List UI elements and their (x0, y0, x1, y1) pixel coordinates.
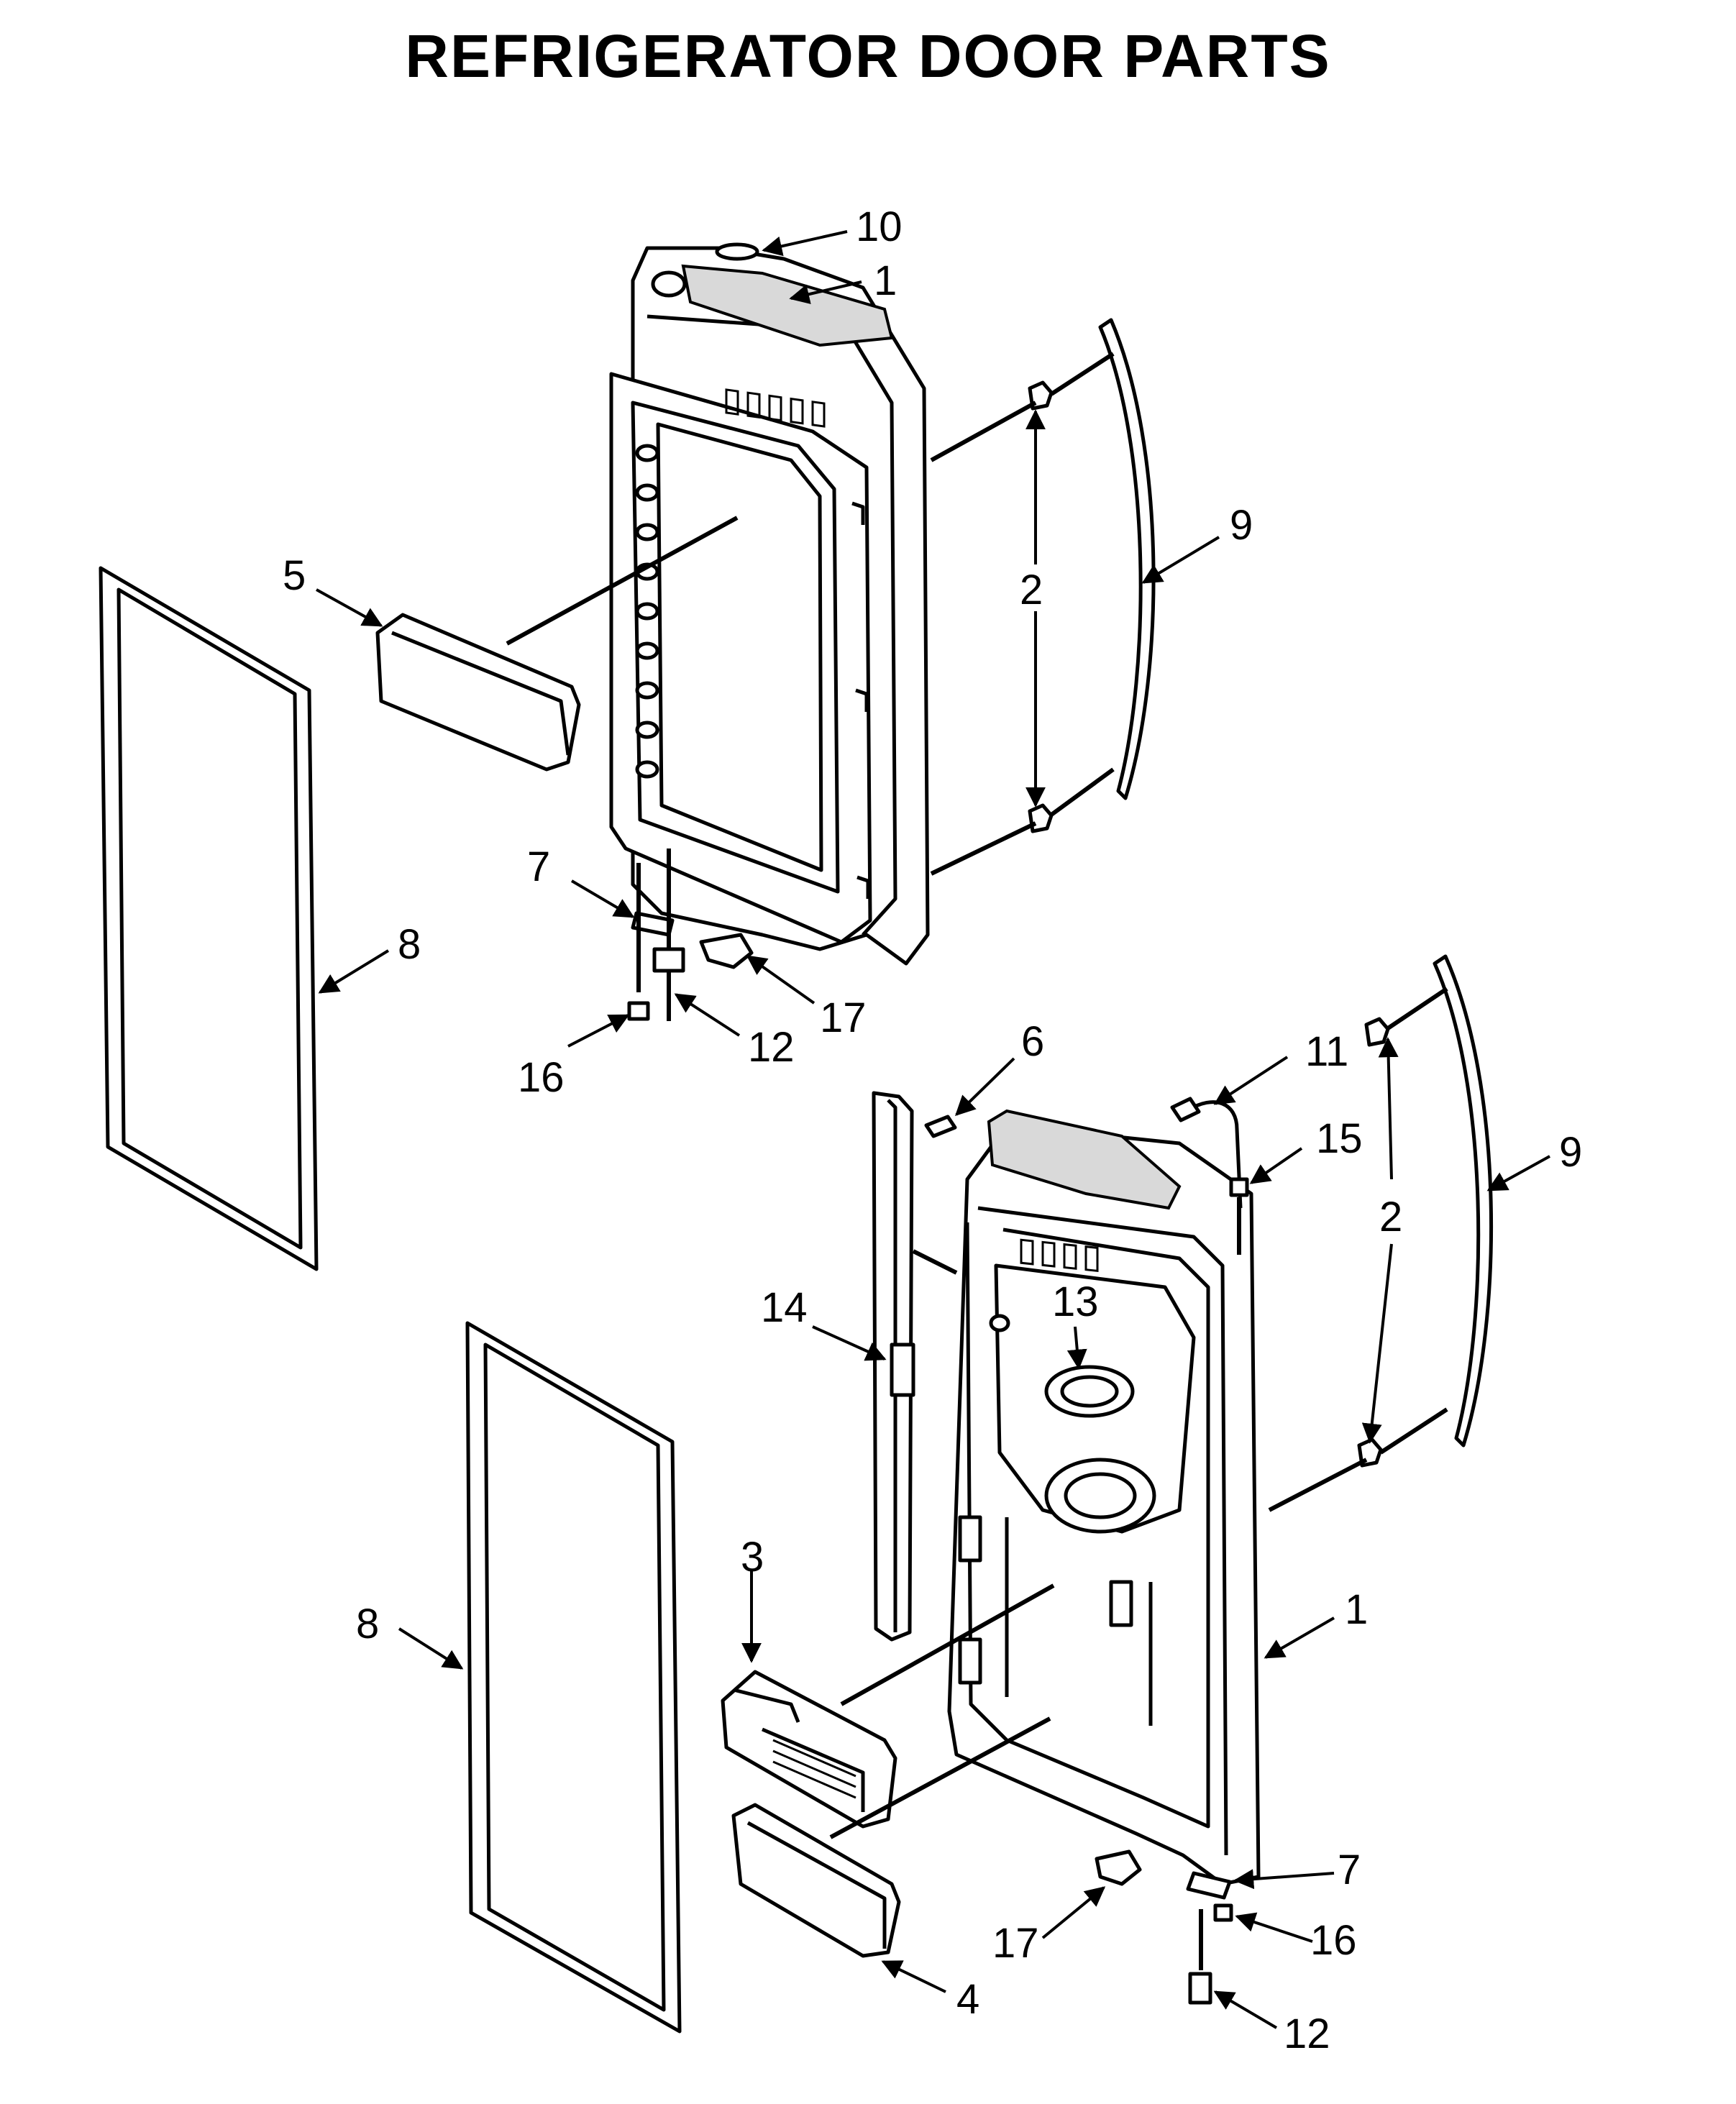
upper-hinge-hardware (627, 849, 754, 1021)
part-14-latch (890, 1343, 915, 1397)
callout-10: 10 (856, 203, 903, 250)
callout-17-upper: 17 (820, 994, 867, 1041)
part-4-door-bin (731, 1803, 901, 1958)
part-8-gasket-upper (99, 566, 319, 1271)
callout-17-lower: 17 (992, 1920, 1039, 1967)
part-6-screw (924, 1115, 957, 1138)
callout-3: 3 (741, 1534, 764, 1581)
callout-4: 4 (956, 1976, 979, 2023)
callout-16-upper: 16 (518, 1054, 565, 1101)
callout-12-upper: 12 (748, 1024, 795, 1071)
diagram-title: REFRIGERATOR DOOR PARTS (405, 22, 1331, 90)
part-9-handle-upper (1098, 318, 1156, 800)
callout-14: 14 (761, 1284, 808, 1331)
callout-11: 11 (1305, 1028, 1348, 1075)
callout-7-lower: 7 (1338, 1847, 1361, 1893)
callout-leaders (316, 230, 1550, 2029)
part-10-cap (715, 242, 759, 261)
lower-door-assembly (947, 1109, 1261, 1886)
callout-2-lower: 2 (1379, 1194, 1402, 1240)
part-9-handle-lower (1433, 954, 1494, 1447)
callout-8-lower: 8 (356, 1601, 379, 1647)
callout-8-upper: 8 (398, 921, 421, 968)
callout-16-lower: 16 (1310, 1917, 1357, 1964)
callout-7-upper: 7 (527, 843, 550, 890)
lower-hinge-hardware (1095, 1849, 1233, 2005)
part-15-fitting (1229, 1177, 1249, 1197)
callout-12-lower: 12 (1284, 2011, 1330, 2057)
callout-9-upper: 9 (1230, 502, 1253, 549)
callout-numbers: 10 1 9 2 5 8 7 17 12 16 6 11 15 9 2 14 1… (283, 203, 1582, 2057)
callout-9-lower: 9 (1559, 1129, 1582, 1176)
part-8-gasket-lower (465, 1321, 682, 2034)
part-5-door-bin (375, 613, 581, 772)
callout-13: 13 (1052, 1279, 1099, 1325)
callout-1-lower: 1 (1345, 1586, 1368, 1633)
callout-1-upper: 1 (874, 257, 897, 304)
callout-6: 6 (1021, 1018, 1044, 1065)
callout-2-upper: 2 (1020, 567, 1043, 613)
callout-5: 5 (283, 552, 306, 599)
callout-15: 15 (1316, 1115, 1363, 1162)
upper-door-assembly (609, 246, 930, 966)
